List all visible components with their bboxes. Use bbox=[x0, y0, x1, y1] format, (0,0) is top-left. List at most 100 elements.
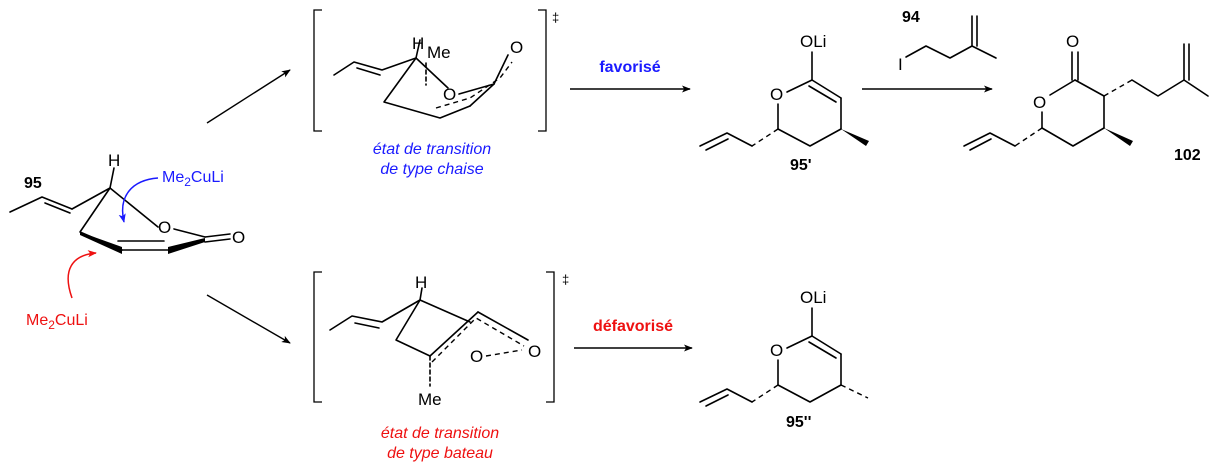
caption-boat-line1: état de transition bbox=[381, 425, 499, 442]
dp-hash-c6 bbox=[751, 384, 779, 403]
boat-atom-me: Me bbox=[418, 390, 442, 409]
bracket-right bbox=[538, 9, 547, 132]
bond-enol-double-a bbox=[811, 79, 842, 99]
ts-carbonyl-o: O bbox=[510, 38, 523, 57]
boat-ring-right bbox=[477, 311, 529, 341]
boat-carbonyl-o: O bbox=[528, 342, 541, 361]
atom-o-double-prime: O bbox=[770, 341, 783, 360]
chair-transition-state: ‡ H Me O O état de transition de type ch… bbox=[313, 9, 559, 178]
label-94: 94 bbox=[902, 9, 920, 26]
caption-chair-line1: état de transition bbox=[373, 141, 491, 158]
caption-chair-line2: de type chaise bbox=[380, 161, 483, 178]
boat-delocalized-dashes bbox=[431, 317, 525, 363]
label-102: 102 bbox=[1174, 147, 1201, 164]
bond-enol-o bbox=[786, 79, 813, 93]
bond-enol-double-b bbox=[808, 85, 837, 103]
ts-ring-bond-d bbox=[469, 83, 495, 107]
compound-95-prime: OLi O 95' bbox=[699, 32, 869, 174]
boat-propenyl bbox=[329, 299, 421, 331]
label-disfavored: défavorisé bbox=[593, 318, 673, 335]
wedge-front-left bbox=[80, 232, 122, 254]
product-propenyl bbox=[963, 132, 1016, 147]
product-propenyl-double bbox=[969, 138, 992, 151]
atom-carbonyl-o: O bbox=[232, 228, 245, 247]
product-hash-side-chain bbox=[1103, 79, 1133, 97]
boat-bracket-left bbox=[313, 271, 322, 403]
product-hash-c6 bbox=[1014, 127, 1043, 147]
boat-ring-left bbox=[395, 299, 431, 357]
atom-oli-prime: OLi bbox=[800, 32, 826, 51]
boat-atom-h: H bbox=[415, 273, 427, 292]
ts-bond-h bbox=[415, 39, 421, 59]
atom-iodine: I bbox=[898, 55, 903, 74]
compound-94: 94 I bbox=[898, 9, 997, 74]
dagger-boat: ‡ bbox=[562, 272, 569, 287]
product-side-chain bbox=[1131, 43, 1185, 97]
caption-boat-line2: de type bateau bbox=[387, 445, 493, 462]
dagger-chair: ‡ bbox=[552, 10, 559, 25]
hash-c6-prime bbox=[751, 128, 779, 147]
electrophile-chain bbox=[905, 15, 973, 59]
product-bond-alpha bbox=[1074, 79, 1105, 97]
boat-alkene-double bbox=[354, 322, 380, 329]
dp-propenyl-double bbox=[705, 394, 729, 407]
propenyl-chain bbox=[9, 196, 73, 213]
reagent-blue: Me2CuLi bbox=[162, 169, 224, 189]
ts-atom-h: H bbox=[412, 34, 424, 53]
electrophile-methyl bbox=[971, 45, 997, 59]
label-95: 95 bbox=[24, 175, 42, 192]
atom-oli-double-prime: OLi bbox=[800, 288, 826, 307]
boat-bracket-right bbox=[546, 271, 555, 403]
dp-hash-methyl bbox=[840, 384, 869, 399]
product-bond-o bbox=[1049, 79, 1076, 96]
atom-product-ring-o: O bbox=[1033, 93, 1046, 112]
compound-95: 95 H O O bbox=[9, 151, 245, 254]
carbonyl-double-2 bbox=[204, 238, 231, 243]
ts-delocalized-dashes bbox=[435, 61, 513, 109]
boat-ring-o: O bbox=[470, 347, 483, 366]
propenyl-double-prime bbox=[705, 138, 729, 151]
dp-bond-enol-o bbox=[786, 335, 813, 349]
bond-o-carbonyl bbox=[173, 228, 206, 238]
blue-curved-arrow bbox=[118, 177, 159, 223]
label-95-double-prime: 95'' bbox=[786, 414, 811, 431]
product-ring-bottom bbox=[1041, 127, 1105, 147]
product-wedge-methyl bbox=[1104, 128, 1133, 146]
label-favored: favorisé bbox=[599, 59, 660, 76]
dp-bond-enol-double-a bbox=[811, 335, 842, 355]
bond-ring-bottom bbox=[777, 128, 842, 147]
boat-transition-state: ‡ H O O Me état de transition de type ba… bbox=[313, 271, 569, 462]
bracket-left bbox=[313, 9, 322, 132]
dp-propenyl bbox=[699, 388, 753, 403]
red-curved-arrow bbox=[67, 250, 97, 299]
alkene-double-bond bbox=[44, 202, 71, 214]
label-95-prime: 95' bbox=[790, 157, 812, 174]
ts-ring-back bbox=[383, 57, 471, 119]
bond-h bbox=[109, 167, 115, 189]
atom-o-prime: O bbox=[770, 85, 783, 104]
bond-c-o bbox=[109, 187, 159, 228]
attack-blue: Me2CuLi bbox=[118, 169, 224, 223]
boat-dash-o bbox=[485, 349, 523, 357]
atom-ring-o: O bbox=[158, 218, 171, 237]
dp-bond-enol-double-b bbox=[808, 341, 837, 359]
attack-red: Me2CuLi bbox=[26, 250, 97, 332]
boat-ring-cross bbox=[429, 311, 479, 357]
reagent-red: Me2CuLi bbox=[26, 312, 88, 332]
product-side-chain-methyl bbox=[1183, 79, 1209, 97]
ts-ring-bond-a bbox=[415, 57, 449, 89]
dp-ring-bottom bbox=[777, 384, 842, 403]
bond-chain-ring bbox=[71, 187, 111, 210]
atom-h: H bbox=[108, 151, 120, 170]
boat-bond-h bbox=[419, 287, 423, 301]
ts-propenyl bbox=[333, 57, 417, 76]
atom-product-carbonyl-o: O bbox=[1066, 32, 1079, 51]
ts-ring-bond-c bbox=[493, 54, 509, 85]
boat-ring-top bbox=[419, 299, 471, 323]
ts-alkene-double bbox=[356, 67, 381, 76]
ts-atom-me: Me bbox=[427, 43, 451, 62]
carbonyl-double-1 bbox=[204, 233, 231, 238]
ts-ring-o: O bbox=[443, 85, 456, 104]
compound-102: O O 102 bbox=[963, 32, 1209, 164]
arrow-to-chair-ts bbox=[206, 69, 291, 124]
